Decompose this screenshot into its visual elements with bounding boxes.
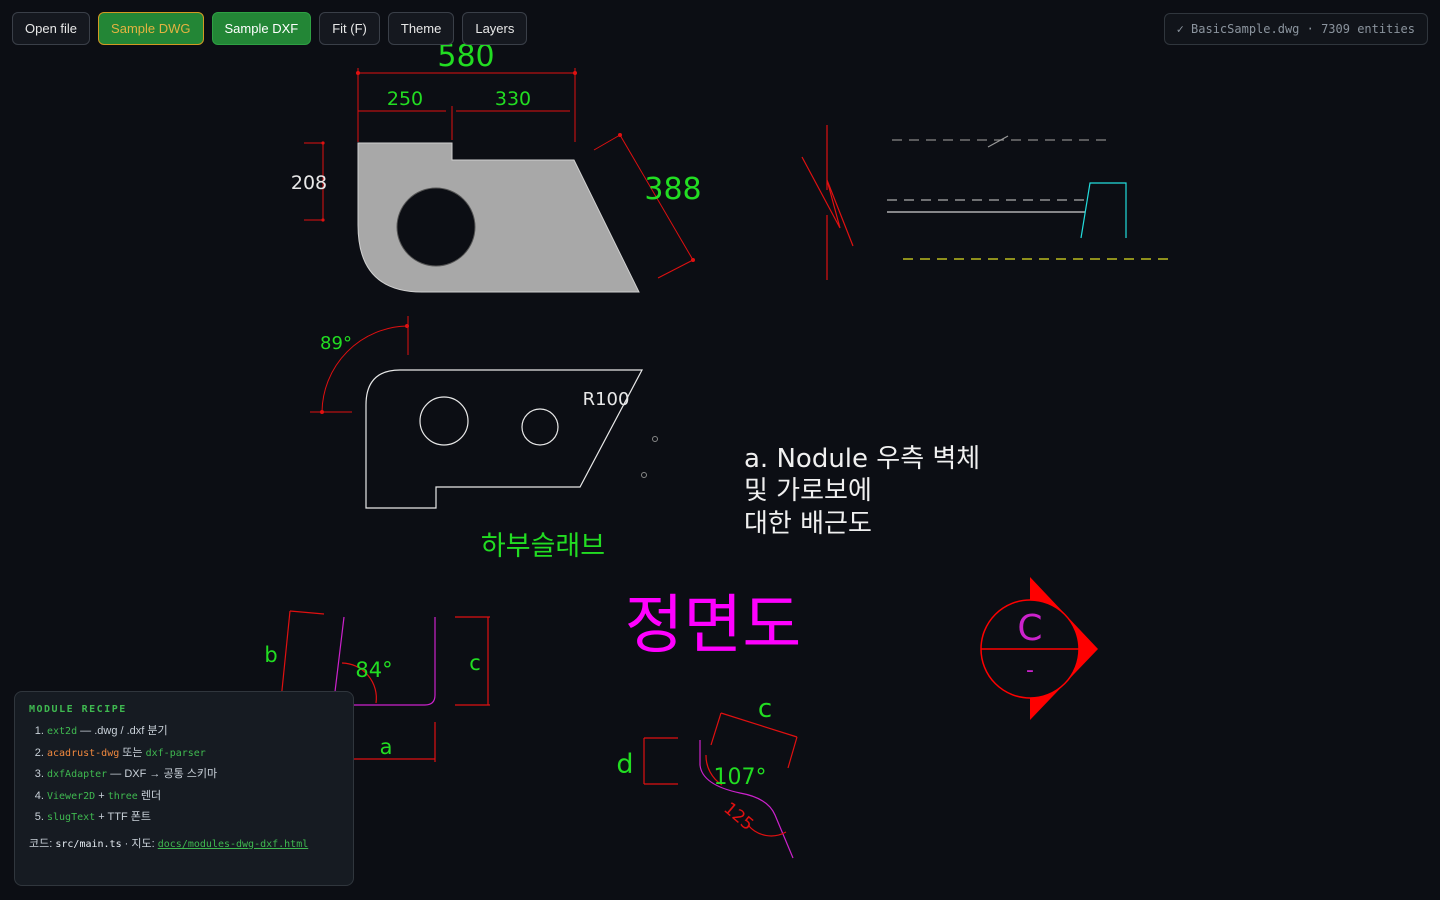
recipe-item: ext2d — .dwg / .dxf 분기 bbox=[47, 721, 339, 743]
recipe-footer: 코드: src/main.ts · 지도: docs/modules-dwg-d… bbox=[29, 835, 339, 854]
detail-bottom-middle bbox=[643, 712, 798, 859]
recipe-item: Viewer2D + three 렌더 bbox=[47, 786, 339, 808]
sample-dxf-button[interactable]: Sample DXF bbox=[211, 12, 312, 45]
recipe-code: dxf-parser bbox=[145, 747, 206, 759]
toolbar: Open file Sample DWG Sample DXF Fit (F) … bbox=[12, 12, 528, 45]
angle-89-ticks bbox=[320, 324, 409, 414]
angle-89-dimension bbox=[310, 316, 409, 413]
recipe-text: 렌더 bbox=[137, 789, 162, 802]
label-a: a bbox=[380, 735, 393, 759]
section-marker bbox=[980, 577, 1098, 720]
gray-plate bbox=[357, 142, 640, 293]
label-c-left: c bbox=[469, 651, 481, 675]
recipe-item: dxfAdapter — DXF → 공통 스키마 bbox=[47, 764, 339, 786]
label-c-bottom: c bbox=[758, 694, 772, 724]
theme-button[interactable]: Theme bbox=[387, 12, 455, 45]
note-line-1: a. Nodule 우측 벽체 bbox=[744, 444, 980, 474]
label-d: d bbox=[616, 749, 633, 780]
radius-r100-label: R100 bbox=[583, 389, 630, 410]
footer-sep: · 지도: bbox=[121, 837, 158, 850]
angle-107-label: 107° bbox=[714, 765, 767, 790]
label-b: b bbox=[264, 643, 277, 667]
footer-code-label: 코드: bbox=[29, 837, 56, 850]
note-line-2: 및 가로보에 bbox=[744, 476, 872, 506]
section-line-art bbox=[801, 125, 1170, 280]
recipe-code: three bbox=[107, 790, 138, 802]
recipe-text: + bbox=[95, 789, 108, 802]
dim-388-label: 388 bbox=[644, 172, 701, 207]
dimension-ticks bbox=[321, 71, 695, 262]
recipe-item: slugText + TTF 폰트 bbox=[47, 807, 339, 829]
footer-code-path: src/main.ts bbox=[55, 838, 122, 850]
outlined-plate bbox=[365, 369, 643, 509]
angle-89-label: 89° bbox=[320, 333, 352, 354]
small-markers bbox=[641, 436, 658, 478]
recipe-code: slugText bbox=[47, 812, 96, 823]
sample-dwg-button[interactable]: Sample DWG bbox=[98, 12, 204, 45]
recipe-text: — DXF → 공통 스키마 bbox=[107, 768, 218, 780]
detail-bottom-left bbox=[280, 610, 490, 762]
angle-84-label: 84° bbox=[355, 658, 392, 682]
recipe-heading: MODULE RECIPE bbox=[29, 704, 127, 715]
recipe-code: acadrust-dwg bbox=[47, 747, 120, 759]
top-dimensions bbox=[304, 68, 694, 279]
recipe-text: + TTF 폰트 bbox=[95, 811, 151, 823]
recipe-code: ext2d bbox=[47, 726, 78, 737]
recipe-list: ext2d — .dwg / .dxf 분기 acadrust-dwg 또는 d… bbox=[29, 721, 339, 829]
note-line-3: 대한 배근도 bbox=[744, 509, 872, 539]
slab-label: 하부슬래브 bbox=[481, 531, 605, 562]
fit-button[interactable]: Fit (F) bbox=[319, 12, 380, 45]
section-sub: - bbox=[1026, 658, 1034, 683]
docs-link[interactable]: docs/modules-dwg-dxf.html bbox=[157, 838, 309, 850]
recipe-item: acadrust-dwg 또는 dxf-parser bbox=[47, 743, 339, 765]
module-recipe-panel: MODULE RECIPE ext2d — .dwg / .dxf 분기 aca… bbox=[14, 691, 354, 886]
recipe-text: — .dwg / .dxf 분기 bbox=[77, 725, 168, 737]
dim-330-label: 330 bbox=[495, 88, 531, 110]
recipe-text: 또는 bbox=[119, 746, 146, 759]
dim-208-label: 208 bbox=[291, 172, 327, 194]
section-letter: C bbox=[1017, 608, 1042, 649]
recipe-code: Viewer2D bbox=[47, 790, 96, 802]
status-badge: ✓ BasicSample.dwg · 7309 entities bbox=[1163, 13, 1428, 45]
recipe-code: dxfAdapter bbox=[47, 769, 108, 780]
front-view-title: 정면도 bbox=[625, 589, 802, 663]
layers-button[interactable]: Layers bbox=[462, 12, 528, 45]
open-file-button[interactable]: Open file bbox=[12, 12, 91, 45]
dim-250-label: 250 bbox=[387, 88, 423, 110]
